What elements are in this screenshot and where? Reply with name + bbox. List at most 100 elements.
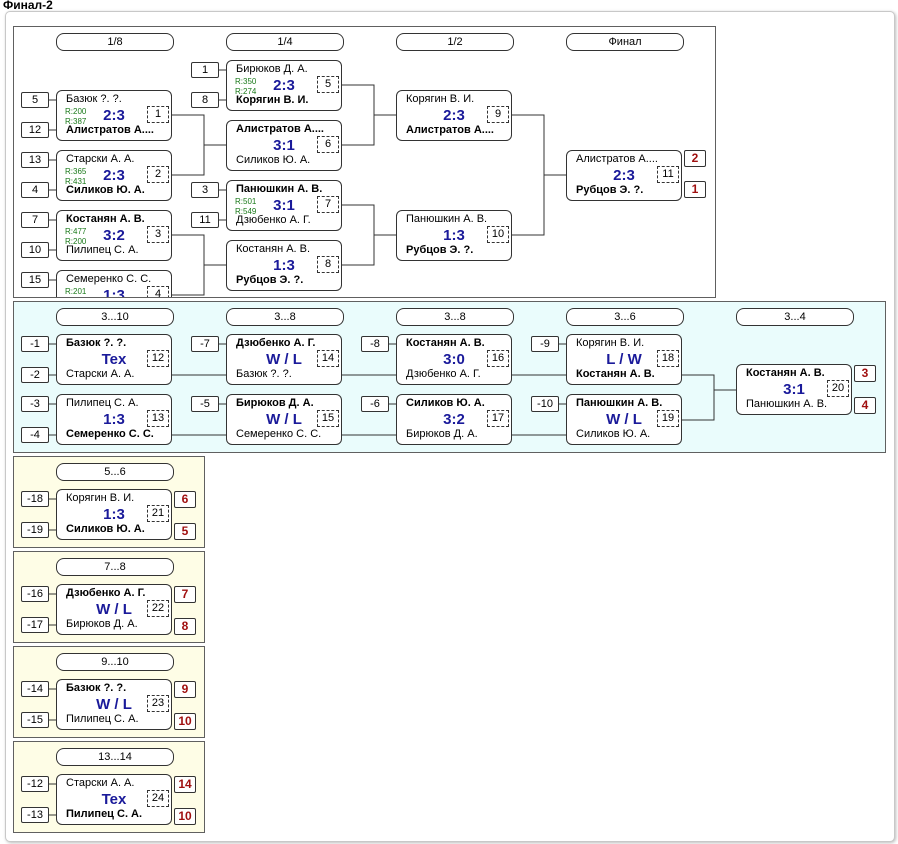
match-card[interactable]: Базюк ?. ?. R:200 2:3 R:387 1 Алистратов…	[56, 90, 172, 141]
match-card[interactable]: Дзюбенко А. Г. W / L 14 Базюк ?. ?.	[226, 334, 342, 385]
match-score: 3:2	[103, 227, 125, 244]
match-card[interactable]: Пилипец С. А. 1:3 13 Семеренко С. С.	[56, 394, 172, 445]
match-card[interactable]: Панюшкин А. В. R:501 3:1 R:549 7 Дзюбенк…	[226, 180, 342, 231]
match-number: 4	[147, 286, 169, 297]
match-card[interactable]: Дзюбенко А. Г. W / L 22 Бирюков Д. А.	[56, 584, 172, 635]
match-card[interactable]: Костанян А. В. 3:0 16 Дзюбенко А. Г.	[396, 334, 512, 385]
match-number: 15	[317, 410, 339, 427]
player-bottom: Корягин В. И.	[236, 94, 309, 106]
seed-box: -18	[21, 491, 49, 507]
match-number: 2	[147, 166, 169, 183]
placement-panel-13-14: 13...14 -12 -13 Старски А. А. Tex 24 Пил…	[13, 741, 205, 833]
match-card[interactable]: Базюк ?. ?. W / L 23 Пилипец С. А.	[56, 679, 172, 730]
match-number: 6	[317, 136, 339, 153]
player-top: Семеренко С. С.	[66, 273, 152, 285]
match-card[interactable]: Панюшкин А. В. 1:3 10 Рубцов Э. ?.	[396, 210, 512, 261]
place-badge: 7	[174, 586, 196, 603]
placement-panel-7-8: 7...8 -16 -17 Дзюбенко А. Г. W / L 22 Би…	[13, 551, 205, 643]
round-header: 3...8	[396, 308, 514, 326]
main-bracket-panel: 1/8 1/4 1/2 Финал 5 12 13 4 7 10 15 Базю…	[13, 26, 716, 298]
match-number: 13	[147, 410, 169, 427]
place-badge: 5	[174, 523, 196, 540]
player-bottom: Пилипец С. А.	[66, 808, 143, 820]
player-top: Дзюбенко А. Г.	[66, 587, 146, 599]
seed-box: -8	[361, 336, 389, 352]
player-bottom: Силиков Ю. А.	[66, 184, 145, 196]
match-score: W / L	[96, 696, 132, 713]
place-badge: 9	[174, 681, 196, 698]
player-bottom: Панюшкин А. В.	[746, 398, 828, 410]
seed-box: -10	[531, 396, 559, 412]
final-match-card[interactable]: Алистратов А.... 2:3 11 Рубцов Э. ?.	[566, 150, 682, 201]
match-card[interactable]: Бирюков Д. А. R:350 2:3 R:274 5 Корягин …	[226, 60, 342, 111]
match-score: 1:3	[103, 287, 125, 298]
match-card[interactable]: Костанян А. В. 3:1 20 Панюшкин А. В.	[736, 364, 852, 415]
match-card[interactable]: Алистратов А.... 3:1 6 Силиков Ю. А.	[226, 120, 342, 171]
player-top: Корягин В. И.	[66, 492, 135, 504]
match-number: 3	[147, 226, 169, 243]
rating-top: R:201	[65, 287, 87, 296]
player-top: Пилипец С. А.	[66, 397, 139, 409]
match-score: W / L	[606, 411, 642, 428]
match-number: 18	[657, 350, 679, 367]
page-title: Финал-2	[3, 0, 53, 12]
round-header: 3...10	[56, 308, 174, 326]
match-number: 22	[147, 600, 169, 617]
seed-box: 10	[21, 242, 49, 258]
player-bottom: Рубцов Э. ?.	[576, 184, 644, 196]
seed-box: -3	[21, 396, 49, 412]
seed-box: 11	[191, 212, 219, 228]
player-top: Костанян А. В.	[406, 337, 485, 349]
match-card[interactable]: Костанян А. В. 1:3 8 Рубцов Э. ?.	[226, 240, 342, 291]
round-header: 3...4	[736, 308, 854, 326]
rating-bottom: R:387	[65, 117, 87, 126]
match-number: 10	[487, 226, 509, 243]
player-top: Старски А. А.	[66, 777, 135, 789]
match-score: 3:1	[273, 197, 295, 214]
match-card[interactable]: Панюшкин А. В. W / L 19 Силиков Ю. А.	[566, 394, 682, 445]
main-bracket-lines	[49, 69, 566, 296]
match-number: 23	[147, 695, 169, 712]
match-card[interactable]: Корягин В. И. 2:3 9 Алистратов А....	[396, 90, 512, 141]
player-bottom: Семеренко С. С.	[66, 428, 154, 440]
match-card[interactable]: Старски А. А. Tex 24 Пилипец С. А.	[56, 774, 172, 825]
match-score: 3:1	[783, 381, 805, 398]
match-card[interactable]: Бирюков Д. А. W / L 15 Семеренко С. С.	[226, 394, 342, 445]
match-score: 3:2	[443, 411, 465, 428]
match-score: 2:3	[443, 107, 465, 124]
placement-panel-5-6: 5...6 -18 -19 Корягин В. И. 1:3 21 Силик…	[13, 456, 205, 548]
seed-box: 12	[21, 122, 49, 138]
player-bottom: Силиков Ю. А.	[576, 428, 651, 440]
consolation-lines	[49, 343, 736, 436]
round-header: 5...6	[56, 463, 174, 481]
match-score: W / L	[96, 601, 132, 618]
match-score: 3:1	[273, 137, 295, 154]
match-card[interactable]: Семеренко С. С. R:201 1:3 4	[56, 270, 172, 298]
player-top: Базюк ?. ?.	[66, 337, 127, 349]
match-score: 1:3	[443, 227, 465, 244]
match-card[interactable]: Силиков Ю. А. 3:2 17 Бирюков Д. А.	[396, 394, 512, 445]
match-card[interactable]: Базюк ?. ?. Tex 12 Старски А. А.	[56, 334, 172, 385]
seed-box: -5	[191, 396, 219, 412]
player-bottom: Рубцов Э. ?.	[406, 244, 474, 256]
round-header: 9...10	[56, 653, 174, 671]
match-number: 12	[147, 350, 169, 367]
placement-panel-9-10: 9...10 -14 -15 Базюк ?. ?. W / L 23 Пили…	[13, 646, 205, 738]
rating-bottom: R:549	[235, 207, 257, 216]
match-number: 9	[487, 106, 509, 123]
match-number: 19	[657, 410, 679, 427]
player-bottom: Алистратов А....	[66, 124, 154, 136]
match-card[interactable]: Старски А. А. R:365 2:3 R:431 2 Силиков …	[56, 150, 172, 201]
match-card[interactable]: Корягин В. И. L / W 18 Костанян А. В.	[566, 334, 682, 385]
match-number: 20	[827, 380, 849, 397]
match-score: 1:3	[103, 411, 125, 428]
place-badge: 10	[174, 713, 196, 730]
match-card[interactable]: Корягин В. И. 1:3 21 Силиков Ю. А.	[56, 489, 172, 540]
match-score: W / L	[266, 351, 302, 368]
match-number: 1	[147, 106, 169, 123]
match-card[interactable]: Костанян А. В. R:477 3:2 R:200 3 Пилипец…	[56, 210, 172, 261]
match-score: L / W	[606, 351, 642, 368]
match-score: 1:3	[273, 257, 295, 274]
match-score: 2:3	[103, 107, 125, 124]
panel-lines	[49, 783, 57, 816]
